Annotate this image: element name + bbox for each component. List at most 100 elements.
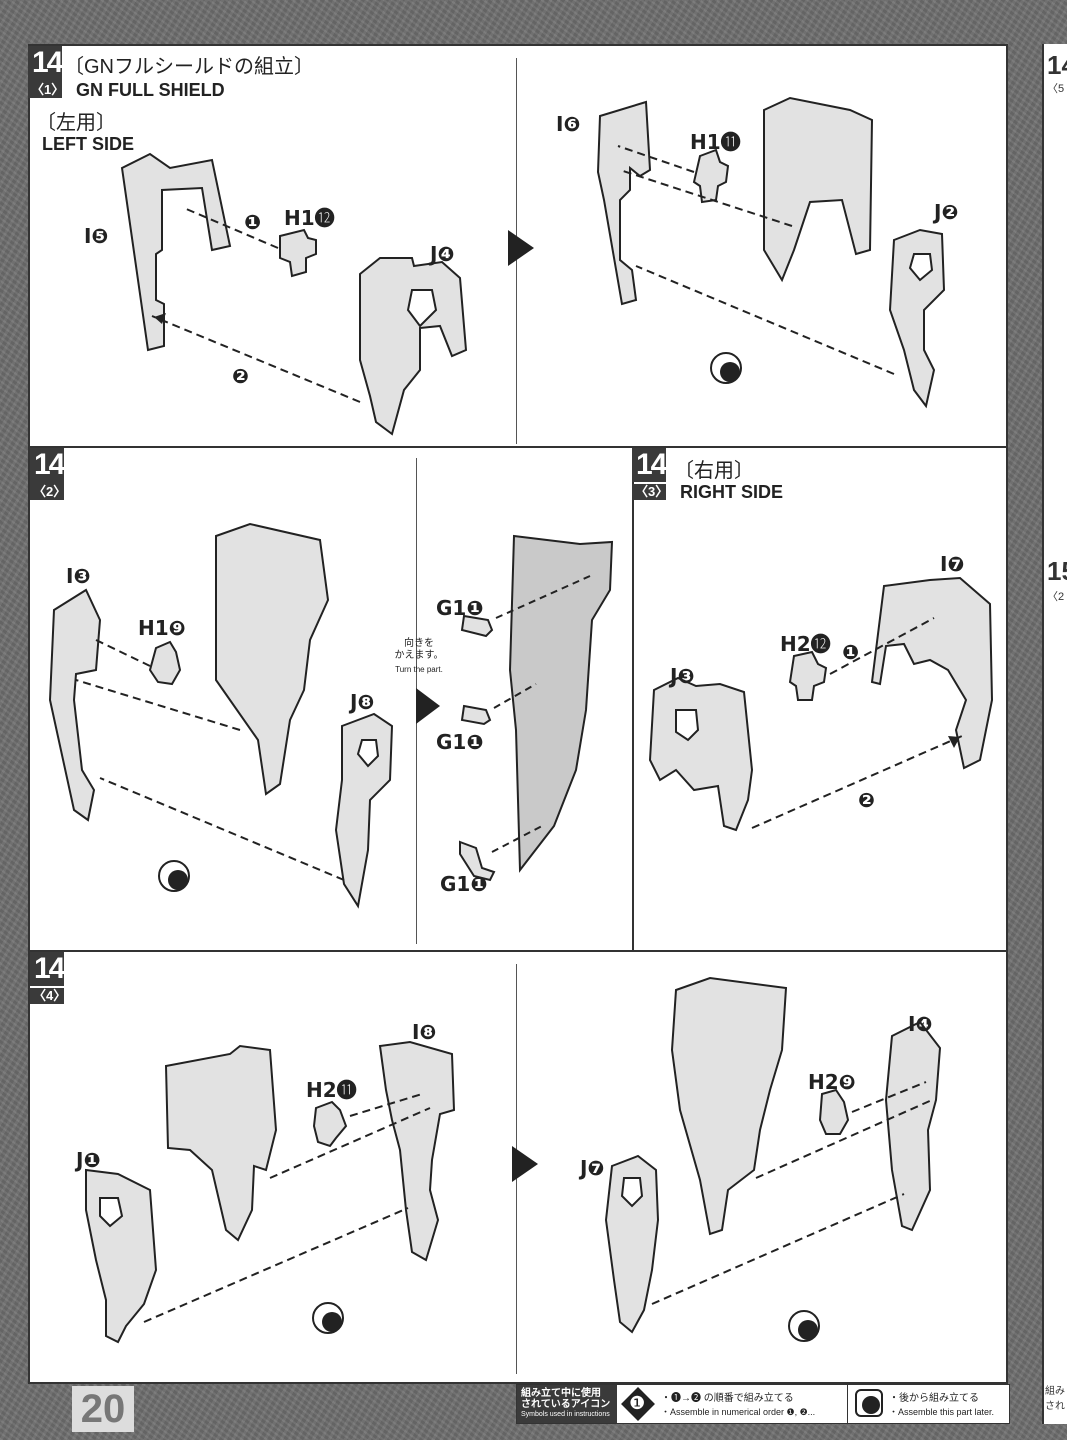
part-label-i5: I❺ xyxy=(84,224,109,248)
part-label-h2-9: H2❾ xyxy=(808,1070,856,1094)
step-number-box: 14 xyxy=(28,46,63,82)
row-divider-1 xyxy=(30,446,1006,448)
part-h1-12 xyxy=(279,228,317,278)
step14-1-diagram-b xyxy=(596,96,946,409)
substep-box: 〈2〉 xyxy=(30,484,66,500)
assembly-order-2: ❷ xyxy=(232,364,249,388)
part-h2-12 xyxy=(788,650,828,701)
part-h1-9 xyxy=(148,640,182,686)
part-j-back-panel xyxy=(763,96,874,283)
part-label-i8: I❽ xyxy=(412,1020,437,1044)
legend-order-en: ・Assemble in numerical order ❶, ❷... xyxy=(661,1407,816,1417)
side-label-jp: 〔右用〕 xyxy=(674,460,754,482)
assembly-order-icon-number: ❶ xyxy=(629,1393,646,1414)
step-title-jp: 〔GNフルシールドの組立〕 xyxy=(64,56,314,78)
part-label-h1-12: H1⓬ xyxy=(284,206,335,230)
part-i4 xyxy=(884,1020,942,1232)
turn-part-note-en: Turn the part. xyxy=(395,665,443,674)
part-i5-shield-half xyxy=(120,152,232,352)
part-g1-b xyxy=(460,704,492,726)
flow-arrow-right xyxy=(512,1146,538,1182)
side-label-jp: 〔左用〕 xyxy=(36,112,116,134)
next-substep-2: 〈2 xyxy=(1047,591,1065,603)
next-substep: 〈5 xyxy=(1047,83,1065,95)
substep-box: 〈3〉 xyxy=(632,484,668,500)
legend-heading: 組み立て中に使用 されているアイコン Symbols used in instr… xyxy=(517,1385,617,1423)
part-i8 xyxy=(378,1040,456,1262)
step14-4-diagram-b xyxy=(604,976,942,1342)
part-label-j8: J❽ xyxy=(350,690,375,714)
substep-label: 〈3〉 xyxy=(635,484,669,499)
part-label-i7: I❼ xyxy=(940,552,965,576)
assembly-order-1: ❶ xyxy=(244,210,261,234)
part-i3 xyxy=(48,588,102,822)
substep-label: 〈4〉 xyxy=(33,988,67,1003)
next-legend-fragment: 組み され xyxy=(1045,1386,1065,1412)
part-shield-back xyxy=(508,534,614,873)
part-label-i6: I❻ xyxy=(556,112,581,136)
flow-arrow-right xyxy=(508,230,534,266)
part-h2-11 xyxy=(312,1100,348,1148)
step-number: 14 xyxy=(34,448,65,481)
step-number-box: 14 xyxy=(30,952,65,986)
part-label-j1: J❶ xyxy=(76,1148,101,1172)
part-label-g1-b: G1❶ xyxy=(436,730,484,754)
step-number: 14 xyxy=(32,46,63,79)
part-label-g1-c: G1❶ xyxy=(440,872,488,896)
step-title-en: GN FULL SHIELD xyxy=(76,80,225,100)
col-divider-row2 xyxy=(632,446,634,950)
part-j-left-shield xyxy=(164,1044,278,1242)
turn-part-note-jp: 向きを かえます。 xyxy=(394,638,444,661)
part-j1 xyxy=(85,1168,158,1344)
part-h1-11 xyxy=(692,148,730,204)
substep-box: 〈1〉 xyxy=(28,82,64,98)
part-label-j7: J❼ xyxy=(580,1156,605,1180)
part-j7 xyxy=(604,1154,660,1334)
part-j3 xyxy=(648,676,754,832)
part-i7 xyxy=(870,576,994,770)
step-number-box: 14 xyxy=(632,448,667,482)
symbol-legend: 組み立て中に使用 されているアイコン Symbols used in instr… xyxy=(516,1384,1010,1424)
part-main-shield-right xyxy=(670,976,788,1236)
legend-later-en: ・Assemble this part later. xyxy=(889,1407,995,1417)
part-j8 xyxy=(334,712,394,909)
part-i6 xyxy=(596,100,652,306)
part-main-shield xyxy=(215,522,330,796)
part-label-g1-a: G1❶ xyxy=(436,596,484,620)
substep-box: 〈4〉 xyxy=(30,988,66,1004)
substep-label: 〈2〉 xyxy=(33,484,67,499)
legend-divider xyxy=(847,1385,848,1423)
next-step-number: 14 xyxy=(1047,50,1067,80)
part-label-h1-9: H1❾ xyxy=(138,616,186,640)
legend-heading-jp: 組み立て中に使用 されているアイコン xyxy=(521,1388,611,1410)
part-label-h1-11: H1⓫ xyxy=(690,130,741,154)
step14-3-diagram xyxy=(648,576,994,832)
legend-order-jp: ・❶→❷ の順番で組み立てる xyxy=(661,1393,794,1404)
part-label-h2-11: H2⓫ xyxy=(306,1078,357,1102)
flow-arrow-right xyxy=(416,688,440,724)
part-j2 xyxy=(888,228,946,409)
step14-1-diagram-a xyxy=(120,152,468,436)
next-step-15: 15 xyxy=(1047,556,1067,586)
part-label-j4: J❹ xyxy=(430,242,455,266)
part-j4 xyxy=(359,257,468,436)
assembly-order-2: ❷ xyxy=(858,788,875,812)
step-number-box: 14 xyxy=(30,448,65,484)
legend-heading-en: Symbols used in instructions xyxy=(521,1411,610,1418)
assembly-order-1: ❶ xyxy=(842,640,859,664)
row-divider-2 xyxy=(30,950,1006,952)
part-h2-9 xyxy=(818,1088,850,1135)
part-label-h2-12: H2⓬ xyxy=(780,632,831,656)
side-label-en: LEFT SIDE xyxy=(42,134,135,154)
assemble-later-icon xyxy=(855,1389,883,1417)
part-label-i4: I❹ xyxy=(908,1012,933,1036)
legend-later-jp: ・後から組み立てる xyxy=(889,1393,979,1404)
step14-2-diagram-b xyxy=(459,534,614,882)
step-number: 14 xyxy=(34,952,65,985)
step14-4-diagram-a xyxy=(85,1040,456,1344)
part-g1-a xyxy=(460,614,494,638)
step-number: 14 xyxy=(636,448,667,481)
page-number: 20 xyxy=(72,1386,134,1432)
step14-2-diagram-a xyxy=(48,522,394,909)
next-page-edge: 14 〈5 15 〈2 組み され xyxy=(1042,44,1067,1424)
